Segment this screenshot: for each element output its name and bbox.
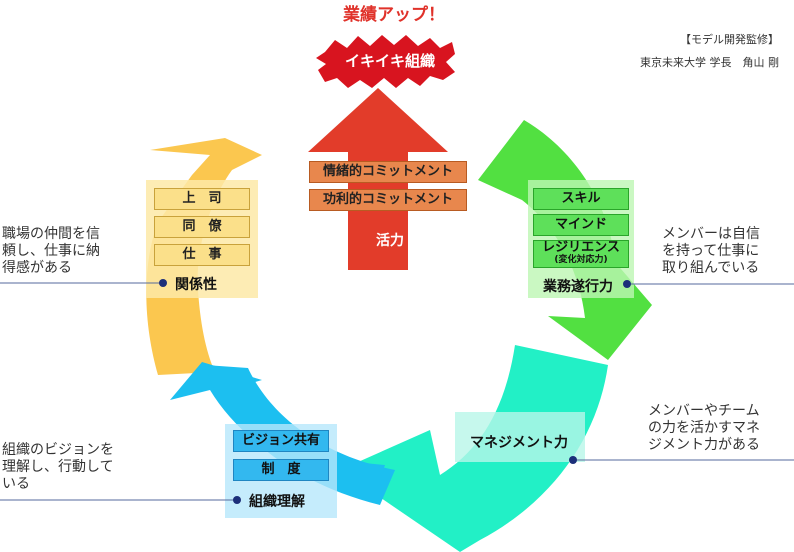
right-bottom-dot — [569, 456, 577, 464]
left-top-note: 職場の仲間を信 頼し、仕事に納 得感がある — [2, 226, 100, 277]
left-bottom-note-line: いる — [2, 476, 30, 492]
resilience-label: レジリエンス — [542, 240, 620, 255]
headline: 業績アップ！ — [343, 5, 445, 25]
right-bottom-note-line: ジメント力がある — [648, 437, 760, 453]
right-top-note-line: 取り組んでいる — [662, 260, 760, 276]
vitality-label: 活力 — [376, 233, 404, 249]
left-bottom-note-line: 組織のビジョンを — [2, 442, 114, 458]
right-bottom-note-line: の力を活かすマネ — [648, 420, 760, 436]
right-top-note-line: メンバーは自信 — [662, 226, 760, 242]
left-bottom-note-line: 理解し、行動して — [2, 459, 114, 475]
right-top-item-mind: マインド — [533, 214, 629, 236]
badge-starburst — [316, 35, 455, 88]
right-bottom-label: マネジメント力 — [470, 435, 568, 451]
left-top-note-line: 頼し、仕事に納 — [2, 243, 100, 259]
badge-label: イキイキ組織 — [344, 52, 435, 70]
resilience-sub: (変化対応力) — [554, 255, 608, 265]
left-bottom-item-vision: ビジョン共有 — [233, 430, 329, 452]
yellow-arrow — [146, 138, 262, 375]
right-top-note-line: を持って仕事に — [662, 243, 760, 259]
left-top-label: 関係性 — [175, 277, 217, 293]
left-bottom-label: 組織理解 — [249, 494, 305, 510]
credit-name: 東京未来大学 学長 角山 剛 — [640, 56, 779, 69]
commit-utilitarian: 功利的コミットメント — [309, 189, 467, 211]
right-top-note: メンバーは自信 を持って仕事に 取り組んでいる — [662, 226, 760, 277]
left-top-dot — [159, 279, 167, 287]
right-top-item-skill: スキル — [533, 188, 629, 210]
right-bottom-panel — [455, 412, 585, 462]
left-top-note-line: 得感がある — [2, 260, 72, 276]
left-bottom-dot — [233, 496, 241, 504]
left-bottom-item-system: 制 度 — [233, 459, 329, 481]
left-top-item-boss: 上 司 — [154, 188, 250, 210]
left-bottom-note: 組織のビジョンを 理解し、行動して いる — [2, 442, 114, 493]
commit-emotional: 情緒的コミットメント — [309, 161, 467, 183]
left-top-note-line: 職場の仲間を信 — [2, 226, 100, 242]
left-top-item-colleague: 同 僚 — [154, 216, 250, 238]
right-top-item-resilience: レジリエンス (変化対応力) — [533, 240, 629, 268]
right-top-dot — [623, 280, 631, 288]
right-bottom-note: メンバーやチーム の力を活かすマネ ジメント力がある — [648, 403, 760, 454]
right-top-label: 業務遂行力 — [543, 279, 613, 295]
left-top-item-work: 仕 事 — [154, 244, 250, 266]
right-bottom-note-line: メンバーやチーム — [648, 403, 760, 419]
credit-title: 【モデル開発監修】 — [680, 33, 779, 46]
